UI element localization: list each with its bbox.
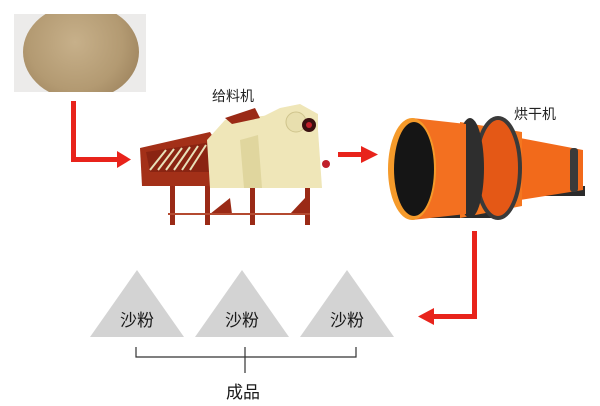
dryer-label: 烘干机: [514, 107, 556, 123]
sand-pile: [23, 14, 139, 92]
finished-product-label: 成品: [226, 383, 260, 403]
grouping-bracket: [135, 347, 357, 373]
arrow-icon: [338, 146, 378, 163]
product-label-2: 沙粉: [225, 311, 259, 331]
dryer-machine-image: [388, 116, 585, 220]
feeder-machine-image: [140, 104, 330, 225]
feeder-label: 给料机: [212, 89, 254, 105]
raw-sand-image: [14, 14, 146, 92]
product-triangle-3: [300, 270, 394, 337]
product-label-3: 沙粉: [330, 311, 364, 331]
product-triangle-1: [90, 270, 184, 337]
arrow-icon: [418, 231, 477, 325]
product-triangle-2: [195, 270, 289, 337]
arrow-icon: [71, 101, 131, 168]
product-label-1: 沙粉: [120, 311, 154, 331]
